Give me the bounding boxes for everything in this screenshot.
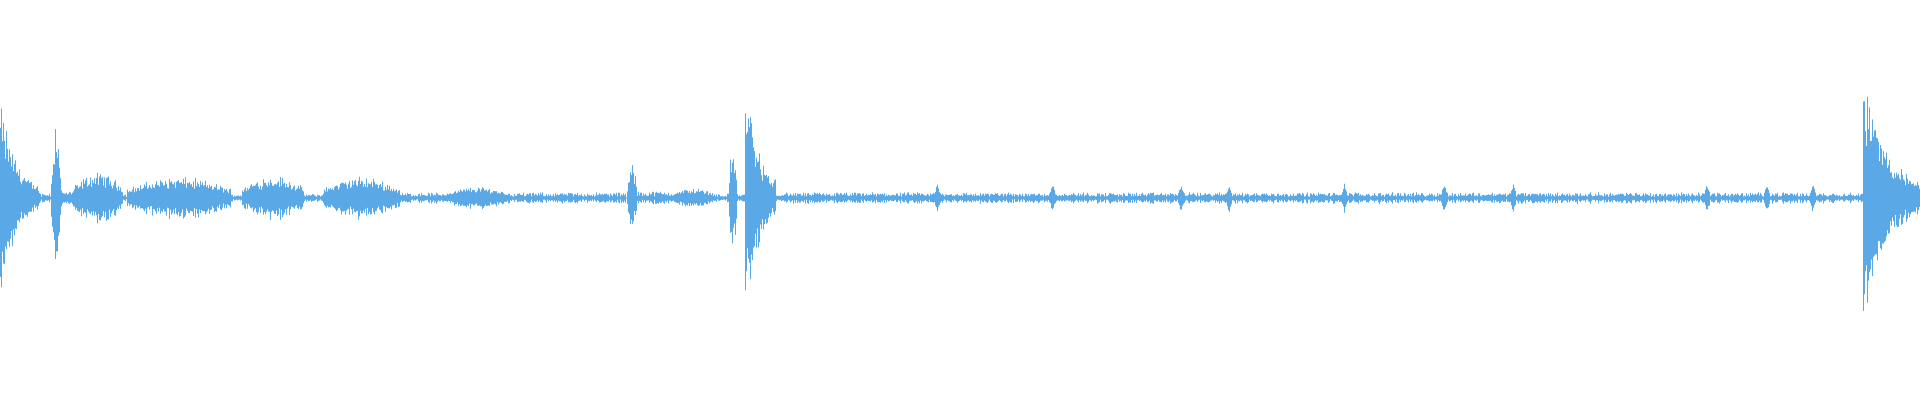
waveform-samples	[0, 96, 1920, 311]
waveform-path	[0, 96, 1920, 311]
